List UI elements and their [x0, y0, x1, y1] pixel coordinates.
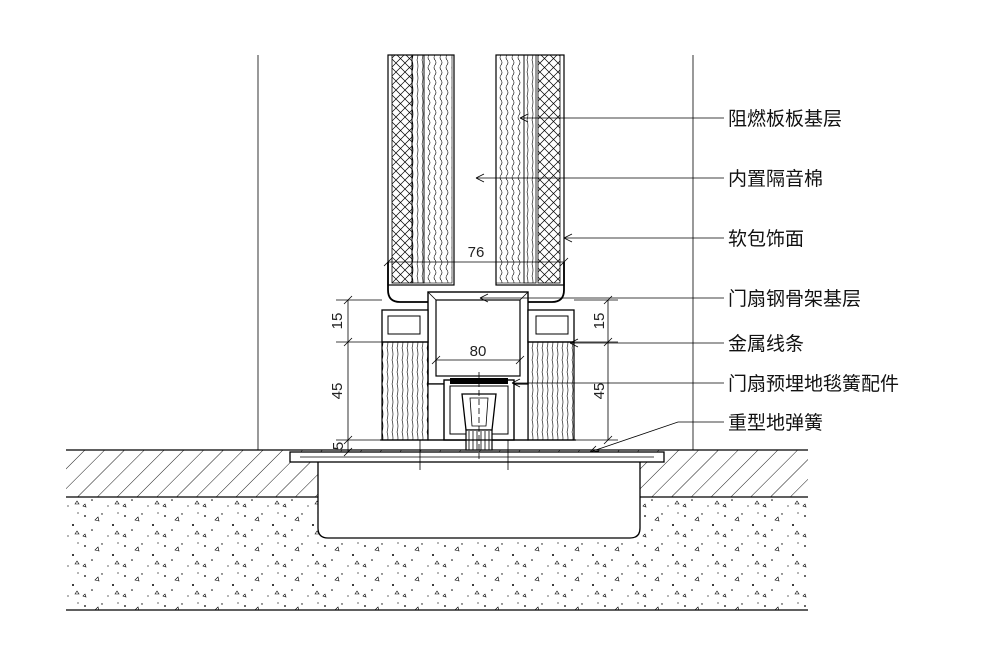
dimension-right-15: 15	[591, 313, 608, 330]
floor-spring-box	[289, 440, 665, 539]
dimension-right-45: 45	[591, 383, 608, 400]
callout-embedded-spring-fitting: 门扇预埋地毯簧配件	[728, 373, 899, 395]
callout-metal-trim: 金属线条	[728, 333, 804, 355]
left-vertical-dimensions: 15 45 5	[329, 295, 382, 457]
dimension-76: 76	[383, 244, 569, 267]
right-door-panel	[495, 54, 565, 303]
right-vertical-dimensions: 15 45	[574, 295, 618, 445]
callout-sound-insulation: 内置隔音棉	[728, 168, 823, 190]
dimension-left-15: 15	[329, 313, 346, 330]
callout-steel-frame: 门扇钢骨架基层	[728, 288, 861, 310]
callout-heavy-floor-spring: 重型地弹簧	[728, 412, 823, 434]
callout-labels: 阻燃板板基层 内置隔音棉 软包饰面 门扇钢骨架基层 金属线条 门扇预埋地毯簧配件…	[728, 108, 899, 434]
dimension-76-label: 76	[468, 244, 485, 261]
leader-lines	[475, 113, 724, 453]
metal-trim-left	[381, 309, 429, 343]
callout-soft-upholstery: 软包饰面	[728, 228, 804, 250]
dimension-left-5: 5	[330, 442, 347, 450]
left-door-panel	[387, 54, 455, 303]
dimension-80: 80	[431, 343, 525, 365]
dimension-left-45: 45	[329, 383, 346, 400]
callout-fire-board-base: 阻燃板板基层	[728, 108, 842, 130]
dimension-80-label: 80	[470, 343, 487, 360]
metal-trim-right	[527, 309, 575, 343]
steel-frame-tube	[427, 291, 529, 385]
